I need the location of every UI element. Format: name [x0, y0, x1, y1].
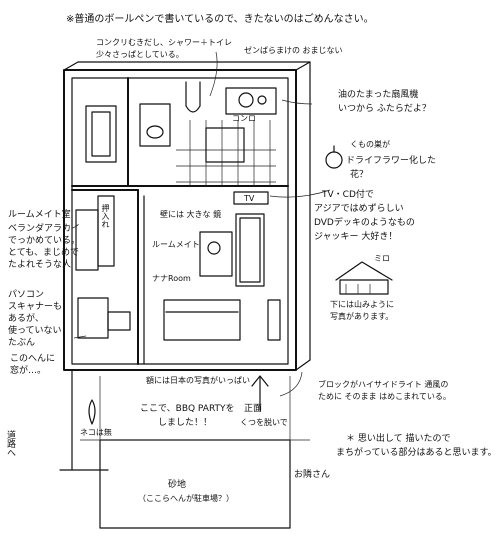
bedroom-title: ルームメイト室	[8, 210, 71, 220]
pc-note-3: あるが、	[8, 314, 44, 324]
bedroom-note-2: でっかめている。	[8, 236, 81, 246]
front-yard	[59, 369, 310, 529]
entrance-label: 正面	[244, 404, 263, 414]
fan-note-2: いつから ふたらだよ？	[338, 104, 431, 114]
mirror-label: 壁には 大きな 鏡	[160, 210, 222, 219]
bedroom-note-4: たよれそうな人	[8, 260, 72, 270]
bathroom-fixtures	[85, 81, 201, 163]
house-sketch	[335, 261, 393, 295]
house-note-2: 写真があります。	[330, 312, 394, 321]
pc-note-5: たぶん	[8, 338, 36, 348]
kitchen-tile-grid	[176, 120, 276, 186]
memory-note-1: ＊ 思い出して 描いたので	[346, 434, 451, 444]
neighbor-label: お隣さん	[294, 470, 331, 480]
entrance-arrow	[251, 375, 269, 411]
gate-plant	[88, 399, 96, 425]
entrance-sub: くつを脱いで	[240, 418, 288, 427]
bbq-note-1: ここで、BBQ PARTYを	[140, 404, 235, 414]
stove-label: コンロ	[232, 114, 256, 123]
photo-note: 額には日本の写真がいっぱい	[146, 376, 250, 385]
dried-flower-bulb	[325, 145, 343, 169]
interior-walls	[71, 77, 289, 365]
tv-note-4: ジャッキー 大好き！	[314, 232, 398, 242]
living-furniture	[163, 191, 281, 341]
leader-lines	[73, 51, 331, 397]
tv-note-1: TV・CD付で	[322, 190, 374, 200]
bbq-note-2: しました！！	[158, 418, 213, 428]
bedroom-furniture	[75, 195, 131, 339]
pc-note-1: パソコン	[8, 290, 45, 300]
sand-sub: （ここらへんが駐車場？）	[138, 494, 234, 503]
bathroom-corner-note: ゼンばらまけの おまじない	[244, 46, 343, 55]
memory-note-2: まちがっている部分はあると思います。	[336, 448, 497, 458]
window-note-1: このへんに	[10, 354, 56, 364]
street-label: 道路へ	[5, 430, 15, 457]
bathroom-note-2: 少々さっぱとしている。	[96, 50, 184, 59]
closet-label: 押入れ	[101, 204, 110, 228]
house-note-1: 下には山みように	[330, 300, 394, 309]
flower-note-2: 花？	[350, 170, 369, 180]
bedroom-note-3: とても、まじめで	[8, 248, 80, 258]
tv-note-3: DVDデッキのようなもの	[314, 218, 415, 228]
sand-label: 砂地	[168, 480, 187, 490]
block-note-2: ために そのまま はめこまれている。	[318, 392, 451, 401]
roommate-arrow-label: ルームメイト	[152, 240, 200, 249]
plant-label: ネコは無	[80, 428, 112, 437]
bulb-note: くもの巣が	[350, 140, 390, 149]
flower-note-1: ドライフラワー化した	[346, 156, 437, 166]
fan-note-1: 油のたまった扇風機	[338, 90, 419, 100]
pc-note-4: 使っていない	[8, 326, 62, 336]
header-note: ※普通のボールペンで書いているので、きたないのはごめんなさい。	[66, 14, 374, 25]
bathroom-note-1: コンクリむきだし、シャワー＋トイレ	[96, 38, 232, 47]
block-note-1: ブロックがハイサイドライト 通風の	[318, 380, 449, 389]
my-room-arrow-label: ナナRoom	[152, 274, 191, 283]
outer-walls	[63, 61, 311, 371]
bedroom-note-1: ベランダアラカイ	[8, 224, 81, 234]
tv-note-2: アジアではめずらしい	[314, 204, 404, 214]
pc-note-2: スキャナーも	[8, 302, 63, 312]
window-note-2: 窓が…。	[10, 366, 47, 376]
kitchen-furniture	[205, 87, 277, 163]
tv-label: TV	[244, 194, 255, 203]
house-sketch-label: ミロ	[374, 254, 390, 263]
